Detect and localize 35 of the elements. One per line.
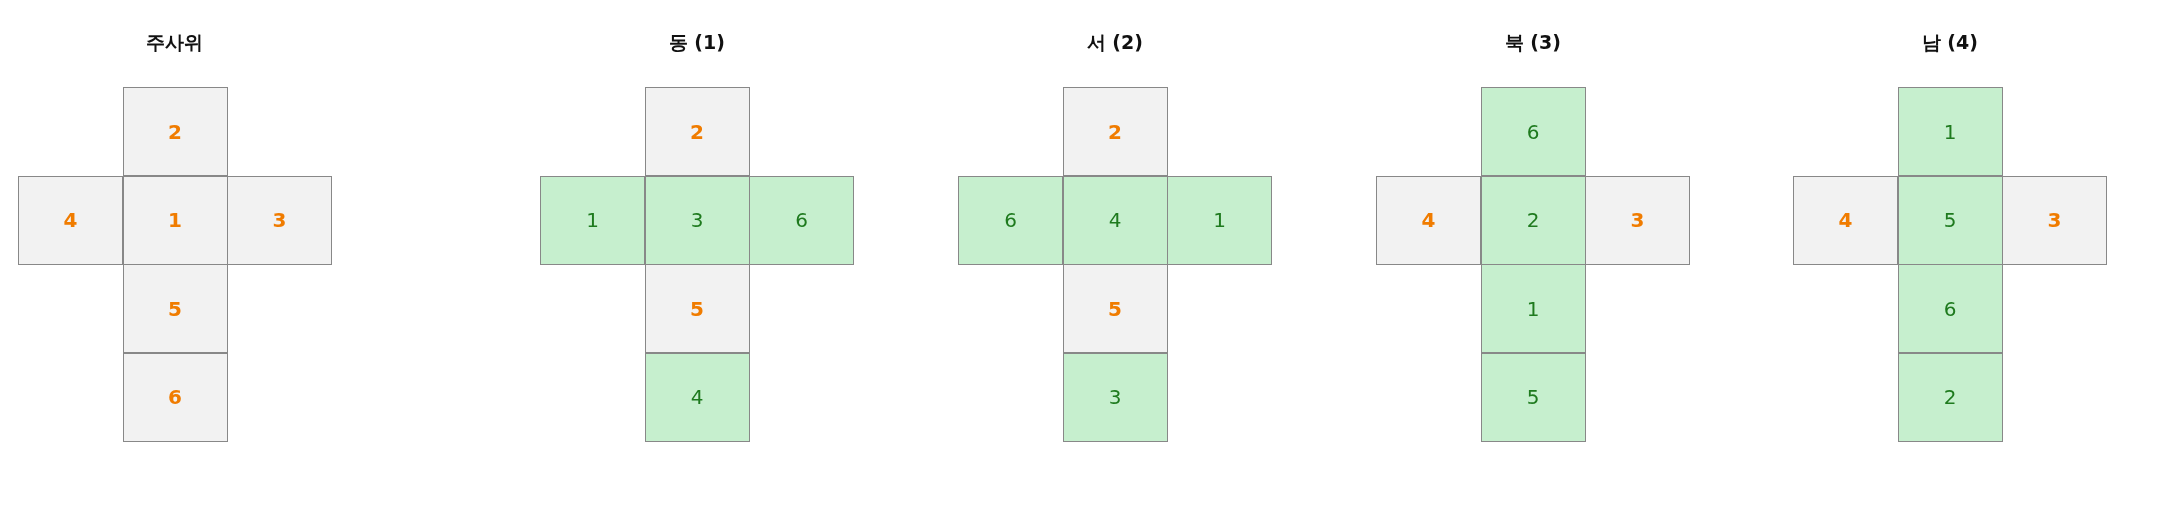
die-face-cell: 3 <box>227 175 332 265</box>
die-face-cell: 3 <box>1062 352 1168 442</box>
die-face-cell: 6 <box>122 352 228 442</box>
die-face-cell: 4 <box>1062 175 1168 265</box>
die-face-cell: 3 <box>644 175 750 265</box>
die-face-cell: 6 <box>1480 87 1586 176</box>
die-face-cell: 3 <box>2002 175 2107 265</box>
net-title: 서 (2) <box>1086 30 1143 55</box>
die-face-cell: 5 <box>1480 352 1586 442</box>
die-face-cell: 1 <box>1897 87 2003 176</box>
net-title: 동 (1) <box>668 30 725 55</box>
net-title: 남 (4) <box>1921 30 1978 55</box>
die-face-cell: 6 <box>749 175 854 265</box>
die-face-cell: 2 <box>644 87 750 176</box>
die-face-cell: 5 <box>644 264 750 353</box>
die-face-cell: 2 <box>1480 175 1586 265</box>
die-face-cell: 5 <box>122 264 228 353</box>
die-face-cell: 1 <box>540 175 645 265</box>
die-face-cell: 5 <box>1897 175 2003 265</box>
die-face-cell: 4 <box>644 352 750 442</box>
net-title: 북 (3) <box>1504 30 1561 55</box>
die-face-cell: 2 <box>1062 87 1168 176</box>
die-face-cell: 4 <box>18 175 123 265</box>
die-face-cell: 6 <box>1897 264 2003 353</box>
die-face-cell: 2 <box>1897 352 2003 442</box>
die-face-cell: 1 <box>1480 264 1586 353</box>
die-face-cell: 4 <box>1793 175 1898 265</box>
die-face-cell: 2 <box>122 87 228 176</box>
die-face-cell: 6 <box>958 175 1063 265</box>
die-face-cell: 4 <box>1376 175 1481 265</box>
die-face-cell: 1 <box>1167 175 1272 265</box>
die-face-cell: 1 <box>122 175 228 265</box>
die-face-cell: 5 <box>1062 264 1168 353</box>
die-face-cell: 3 <box>1585 175 1690 265</box>
net-title: 주사위 <box>146 30 204 55</box>
